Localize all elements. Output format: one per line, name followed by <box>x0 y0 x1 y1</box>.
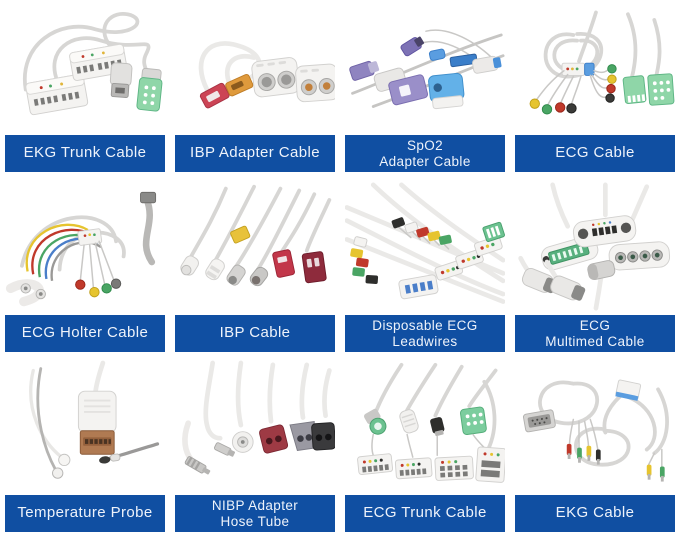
product-label-text: IBP Adapter Cable <box>190 144 320 162</box>
product-label[interactable]: ECG Trunk Cable <box>345 495 505 532</box>
disposable-ecg-leadwires-illustration <box>345 182 505 304</box>
temperature-probe-photo[interactable] <box>5 360 165 493</box>
product-label[interactable]: NIBP Adapter Hose Tube <box>175 495 335 532</box>
ibp-adapter-cable-illustration <box>198 41 335 109</box>
product-label[interactable]: IBP Adapter Cable <box>175 135 335 172</box>
nibp-adapter-hose-tube-photo[interactable] <box>175 360 335 493</box>
spo2-adapter-cable-illustration <box>349 29 505 110</box>
ecg-cable-illustration <box>529 10 675 115</box>
ecg-holter-cable-illustration <box>5 191 157 307</box>
ecg-holter-cable-photo[interactable] <box>5 180 165 313</box>
temperature-probe-illustration <box>29 360 160 479</box>
ibp-cable-illustration <box>180 184 332 287</box>
product-label-text: Multimed Cable <box>545 333 645 349</box>
ekg-trunk-cable-photo[interactable] <box>5 0 165 133</box>
product-label-text: Leadwires <box>392 333 458 349</box>
product-label-text: ECG Trunk Cable <box>363 504 487 522</box>
spo2-adapter-cable-photo[interactable] <box>345 0 505 133</box>
product-label-text: Temperature Probe <box>17 504 153 522</box>
product-label[interactable]: ECG Cable <box>515 135 675 172</box>
product-label[interactable]: SpO2 Adapter Cable <box>345 135 505 172</box>
ecg-multimed-cable-illustration <box>518 182 671 311</box>
product-card-nibp-adapter-hose-tube: NIBP Adapter Hose Tube <box>175 360 335 532</box>
product-label[interactable]: EKG Cable <box>515 495 675 532</box>
product-label[interactable]: EKG Trunk Cable <box>5 135 165 172</box>
product-label-text: Hose Tube <box>220 513 290 529</box>
product-card-ekg-cable: EKG Cable <box>515 360 675 532</box>
product-label[interactable]: Temperature Probe <box>5 495 165 532</box>
product-label-text: NIBP Adapter <box>211 498 299 514</box>
product-label-text: EKG Trunk Cable <box>23 144 147 162</box>
product-label-text: ECG <box>579 318 611 334</box>
product-card-ekg-trunk-cable: EKG Trunk Cable <box>5 0 165 172</box>
ecg-trunk-cable-2-illustration <box>357 362 505 483</box>
ekg-cable-photo[interactable] <box>515 360 675 493</box>
product-label-text: ECG Holter Cable <box>21 324 149 342</box>
product-card-ecg-cable: ECG Cable <box>515 0 675 172</box>
product-card-disposable-ecg-leadwires: Disposable ECG Leadwires <box>345 180 505 352</box>
product-card-ibp-cable: IBP Cable <box>175 180 335 352</box>
product-card-ecg-multimed-cable: ECG Multimed Cable <box>515 180 675 352</box>
product-label-text: IBP Cable <box>219 324 291 342</box>
ibp-adapter-cable-photo[interactable] <box>175 0 335 133</box>
product-label-text: ECG Cable <box>555 144 635 162</box>
product-card-ecg-trunk-cable-2: ECG Trunk Cable <box>345 360 505 532</box>
product-label[interactable]: ECG Multimed Cable <box>515 315 675 352</box>
ecg-cable-photo[interactable] <box>515 0 675 133</box>
nibp-adapter-hose-tube-illustration <box>182 360 335 475</box>
product-card-spo2-adapter-cable: SpO2 Adapter Cable <box>345 0 505 172</box>
product-card-ecg-holter-cable: ECG Holter Cable <box>5 180 165 352</box>
disposable-ecg-leadwires-photo[interactable] <box>345 180 505 313</box>
ibp-cable-photo[interactable] <box>175 180 335 313</box>
product-label[interactable]: IBP Cable <box>175 315 335 352</box>
product-label-text: EKG Cable <box>555 504 635 522</box>
product-label-text: Adapter Cable <box>379 153 471 169</box>
ecg-trunk-cable-photo[interactable] <box>345 360 505 493</box>
ecg-multimed-cable-photo[interactable] <box>515 180 675 313</box>
product-card-ibp-adapter-cable: IBP Adapter Cable <box>175 0 335 172</box>
product-label[interactable]: ECG Holter Cable <box>5 315 165 352</box>
product-label[interactable]: Disposable ECG Leadwires <box>345 315 505 352</box>
product-label-text: SpO2 <box>406 138 444 154</box>
ekg-trunk-cable-illustration <box>22 12 163 116</box>
product-card-temperature-probe: Temperature Probe <box>5 360 165 532</box>
ekg-cable-illustration <box>522 379 669 482</box>
product-label-text: Disposable ECG <box>372 318 478 334</box>
